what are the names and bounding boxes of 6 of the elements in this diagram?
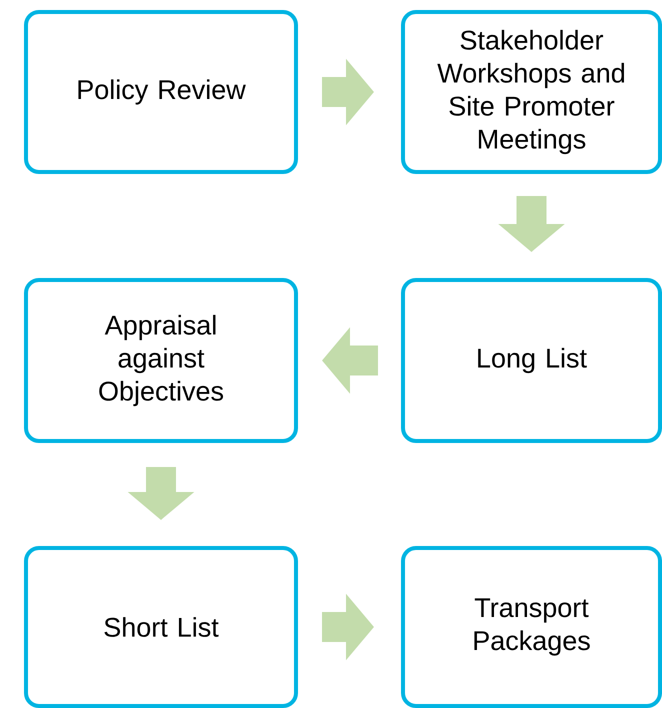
process-box: Stakeholder Workshops and Site Promoter Meetings <box>401 10 662 174</box>
process-box: Policy Review <box>24 10 298 174</box>
process-box: Long List <box>401 278 662 443</box>
process-box: Transport Packages <box>401 546 662 708</box>
process-box: Appraisal against Objectives <box>24 278 298 443</box>
process-box: Short List <box>24 546 298 708</box>
